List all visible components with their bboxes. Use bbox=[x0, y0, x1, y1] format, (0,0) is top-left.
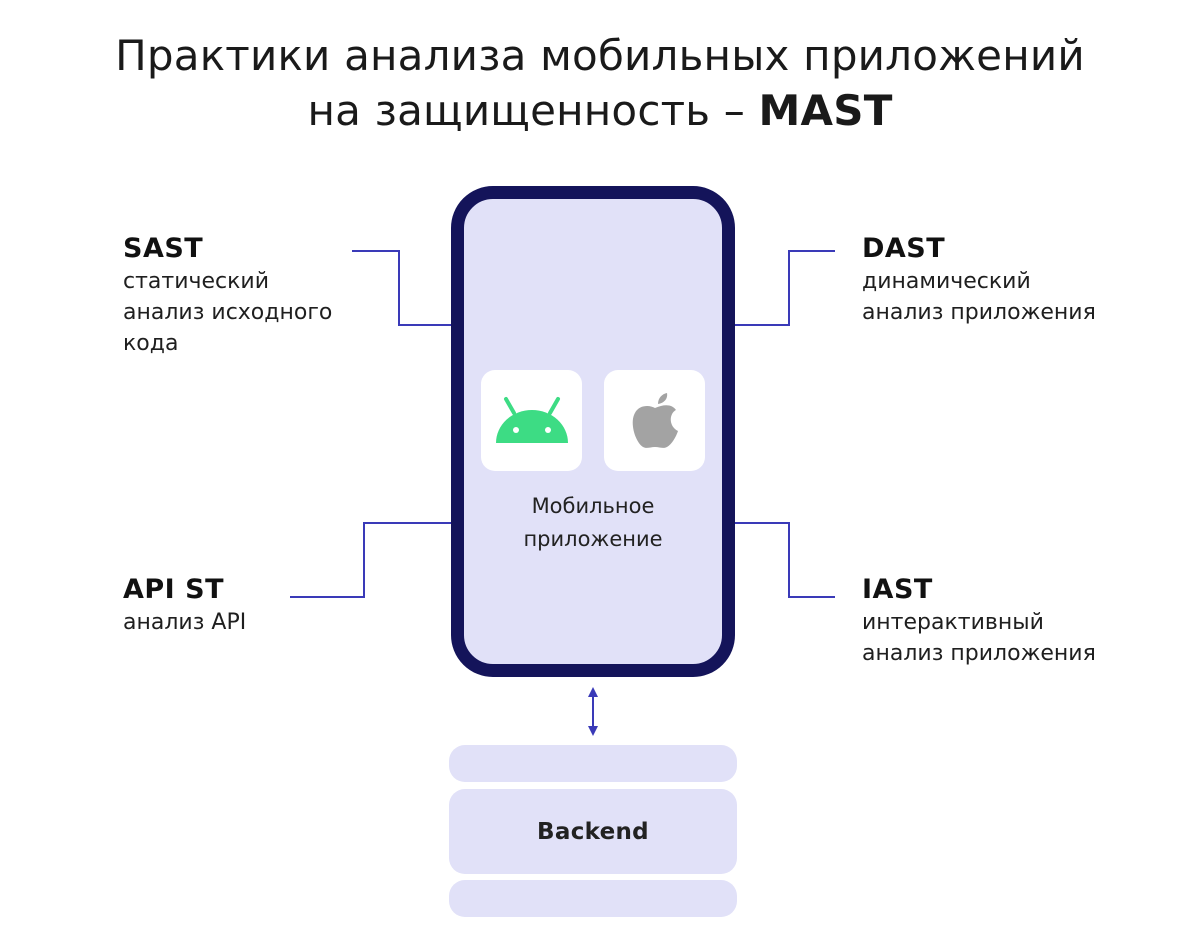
phone-caption: Мобильное приложение bbox=[451, 490, 735, 556]
connector-sast bbox=[352, 250, 451, 326]
sast-desc-line-3: кода bbox=[123, 331, 179, 356]
sast-desc-line-1: статический bbox=[123, 269, 270, 294]
backend-box: Backend bbox=[449, 789, 737, 874]
phone-caption-line-1: Мобильное bbox=[531, 494, 655, 518]
dast-block: DAST динамический анализ приложения bbox=[862, 232, 1096, 328]
page-title: Практики анализа мобильных приложений на… bbox=[0, 28, 1200, 138]
apist-heading: API ST bbox=[123, 574, 224, 605]
title-accent: MAST bbox=[758, 86, 893, 135]
dast-heading: DAST bbox=[862, 233, 946, 264]
iast-block: IAST интерактивный анализ приложения bbox=[862, 573, 1096, 669]
title-line-2: на защищенность – MAST bbox=[0, 83, 1200, 138]
android-tile bbox=[481, 370, 582, 471]
android-icon bbox=[495, 396, 568, 443]
title-line-1: Практики анализа мобильных приложений bbox=[115, 31, 1085, 80]
dast-desc-line-1: динамический bbox=[862, 269, 1031, 294]
backend-label: Backend bbox=[537, 818, 649, 845]
backend-bar-bottom bbox=[449, 880, 737, 917]
apple-icon bbox=[632, 392, 678, 448]
connector-iast bbox=[735, 522, 835, 598]
apist-block: API ST анализ API bbox=[123, 573, 246, 638]
connector-dast bbox=[735, 250, 835, 326]
sast-block: SAST статический анализ исходного кода bbox=[123, 232, 332, 359]
phone-backend-arrow bbox=[588, 687, 598, 736]
backend-bar-top bbox=[449, 745, 737, 782]
iast-desc-line-2: анализ приложения bbox=[862, 641, 1096, 666]
dast-desc-line-2: анализ приложения bbox=[862, 300, 1096, 325]
phone-caption-line-2: приложение bbox=[523, 527, 663, 551]
iast-desc-line-1: интерактивный bbox=[862, 610, 1044, 635]
iast-heading: IAST bbox=[862, 574, 933, 605]
connector-apist bbox=[290, 522, 451, 598]
apist-desc-line-1: анализ API bbox=[123, 610, 247, 635]
sast-heading: SAST bbox=[123, 233, 204, 264]
title-line-2-text: на защищенность – bbox=[307, 86, 759, 135]
sast-desc-line-2: анализ исходного bbox=[123, 300, 333, 325]
apple-tile bbox=[604, 370, 705, 471]
